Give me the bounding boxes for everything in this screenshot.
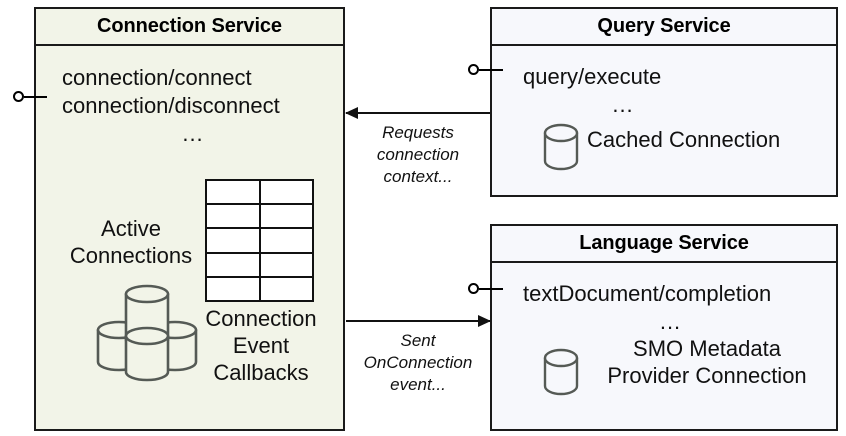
artifact-label-line-smo-metadata: SMO Metadata <box>633 336 781 361</box>
component-connection-service[interactable]: Connection Service connection/connect co… <box>34 7 345 431</box>
table-cell <box>207 253 259 276</box>
edge-label-line-2: OnConnection <box>363 352 473 372</box>
artifact-label-line-connection: Connection <box>205 306 317 331</box>
interface-stem <box>479 68 503 71</box>
table-cell <box>260 277 312 300</box>
operation-connection-connect: connection/connect <box>62 65 252 90</box>
component-body-connection-service: connection/connect connection/disconnect… <box>36 46 343 429</box>
table-cell <box>207 181 259 204</box>
edge-label-line-3: context... <box>383 166 453 186</box>
table-cell <box>207 277 259 300</box>
interface-ball-icon <box>13 91 24 102</box>
table-cell <box>260 229 312 252</box>
database-cluster-icon <box>96 284 198 382</box>
operation-list-query-service: query/execute ... <box>523 63 723 119</box>
table-cell <box>260 253 312 276</box>
artifact-label-cached-connection: Cached Connection <box>587 127 817 154</box>
edge-line <box>346 320 490 322</box>
component-language-service[interactable]: Language Service textDocument/completion… <box>490 224 838 431</box>
interface-ball-icon <box>468 64 479 75</box>
edge-label-line-1: Requests <box>382 123 454 142</box>
component-title-connection-service: Connection Service <box>36 9 343 46</box>
table-cell <box>207 229 259 252</box>
operation-textdocument-completion: textDocument/completion <box>523 281 772 306</box>
operation-list-language-service: textDocument/completion ... <box>523 280 818 336</box>
artifact-label-line-callbacks: Callbacks <box>213 359 309 385</box>
component-title-query-service: Query Service <box>492 9 836 46</box>
database-icon <box>543 348 579 396</box>
operation-query-execute: query/execute <box>523 64 662 89</box>
arrow-head-right-icon <box>478 315 491 327</box>
interface-stem <box>479 287 503 290</box>
interface-stem <box>24 95 47 98</box>
artifact-label-active-connections: Active Connections <box>46 216 216 270</box>
operation-ellipsis-connection-service: ... <box>182 121 204 147</box>
component-query-service[interactable]: Query Service query/execute ... Cached C… <box>490 7 838 197</box>
operation-ellipsis-query-service: ... <box>612 92 634 118</box>
edge-label-line-1: Sent <box>400 331 436 350</box>
edge-label-line-2: connection <box>376 144 460 164</box>
edge-label-sent-onconnection-event: Sent OnConnection event... <box>338 330 498 395</box>
table-cell <box>260 181 312 204</box>
edge-line <box>346 112 490 114</box>
table-cell <box>207 205 259 228</box>
component-body-language-service: textDocument/completion ... SMO Metadata… <box>492 263 836 429</box>
operation-connection-disconnect: connection/disconnect <box>62 93 280 119</box>
operation-list-connection-service: connection/connect connection/disconnect… <box>62 64 324 148</box>
arrow-head-left-icon <box>345 107 358 119</box>
operation-ellipsis-language-service: ... <box>659 309 682 335</box>
artifact-label-line-connections: Connections <box>69 242 193 268</box>
interface-ball-icon <box>468 283 479 294</box>
edge-label-requests-connection-context: Requests connection context... <box>338 122 498 187</box>
table-icon <box>205 179 314 302</box>
artifact-label-line-provider-connection: Provider Connection <box>607 362 807 388</box>
component-title-language-service: Language Service <box>492 226 836 263</box>
artifact-label-line-cached-connection: Cached Connection <box>587 127 781 152</box>
table-cell <box>260 205 312 228</box>
database-icon <box>543 123 579 171</box>
artifact-label-line-active: Active <box>101 216 161 241</box>
artifact-label-smo-metadata-provider-connection: SMO Metadata Provider Connection <box>587 336 827 390</box>
component-body-query-service: query/execute ... Cached Connection <box>492 46 836 195</box>
edge-label-line-3: event... <box>390 374 446 394</box>
artifact-label-line-event: Event <box>232 332 290 358</box>
artifact-label-connection-event-callbacks: Connection Event Callbacks <box>181 306 341 386</box>
